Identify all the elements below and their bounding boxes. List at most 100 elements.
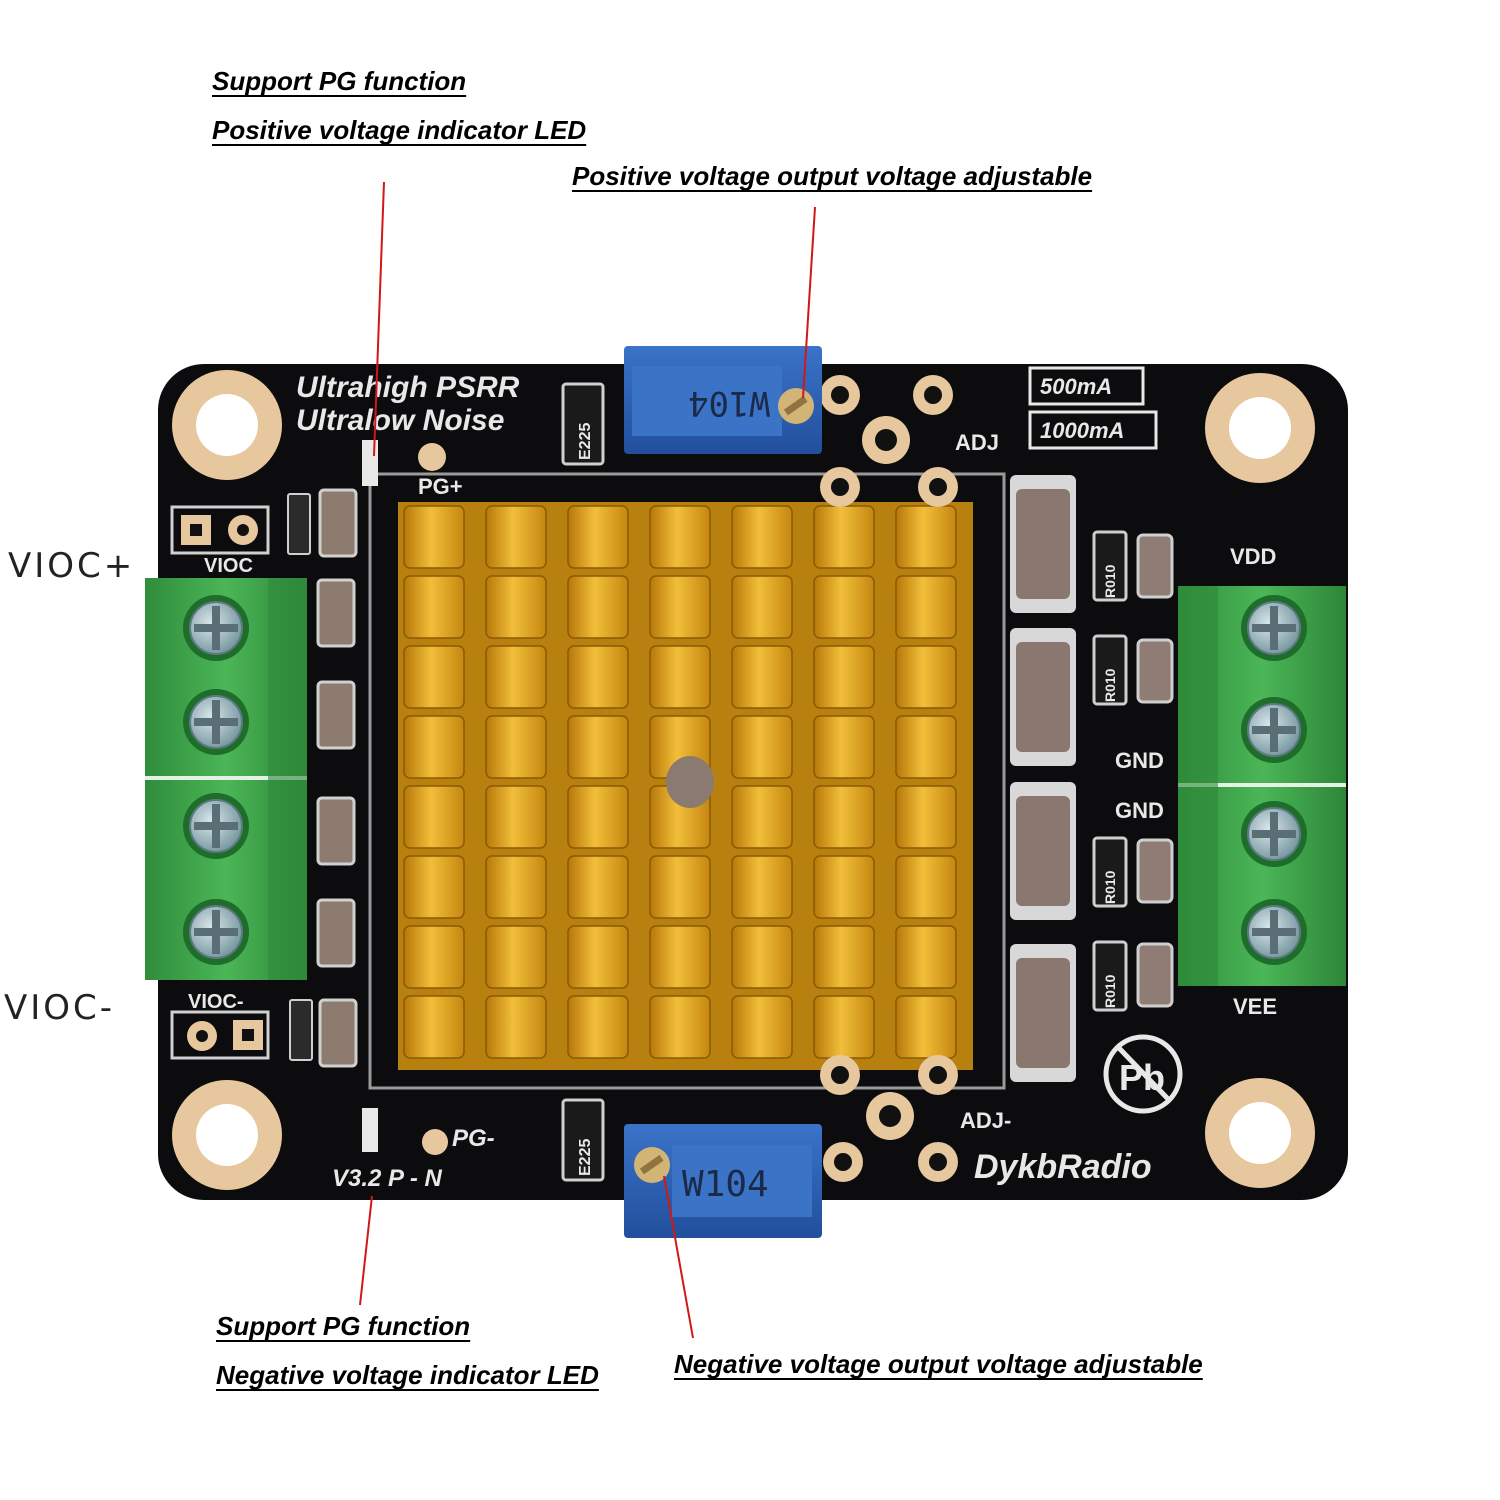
mounting-holes <box>172 370 1315 1190</box>
heatsink-fin <box>567 575 629 639</box>
heatsink-fin <box>403 645 465 709</box>
negative-indicator-led <box>362 1108 378 1152</box>
heatsink-fin <box>895 575 957 639</box>
title-line1: Ultrahigh PSRR <box>296 371 520 404</box>
heatsink-fin <box>731 715 793 779</box>
heatsink-fin <box>731 925 793 989</box>
smd-capacitor <box>318 488 358 558</box>
heatsink-fin <box>731 645 793 709</box>
screw-slot <box>212 910 220 954</box>
smd-capacitor-large <box>1016 642 1070 752</box>
heatsink-fin <box>485 505 547 569</box>
smd-capacitor <box>316 680 356 750</box>
heatsink-fin <box>567 995 629 1059</box>
heatsink-fin <box>895 925 957 989</box>
top-pot-marking: W104 <box>688 383 770 423</box>
smd-capacitor-large <box>1016 796 1070 906</box>
current-1000-label: 1000mA <box>1040 418 1124 443</box>
heatsink-fin <box>485 925 547 989</box>
heatsink-fin <box>485 855 547 919</box>
adj-minus-label: ADJ- <box>960 1108 1011 1133</box>
pg-plus-label: PG+ <box>418 474 463 499</box>
screw-slot <box>1270 910 1278 954</box>
vioc-header-top <box>170 505 270 555</box>
vioc-minus-label: VIOC- <box>4 988 116 1028</box>
screw-slot <box>1270 606 1278 650</box>
vioc-top-label: VIOC <box>204 555 253 577</box>
pg-minus-label: PG- <box>452 1125 495 1152</box>
smd-capacitor <box>316 898 356 968</box>
vioc-plus-label: VIOC+ <box>8 546 136 586</box>
callout-negative-adjustable: Negative voltage output voltage adjustab… <box>674 1349 1203 1379</box>
heatsink-fin <box>895 715 957 779</box>
smd-transistor <box>287 493 311 555</box>
capacitor-e225-top: E225 <box>561 382 605 466</box>
heatsink-fin <box>485 995 547 1059</box>
callout-lines <box>359 181 816 1339</box>
heatsink-fin <box>813 505 875 569</box>
resistors: R010 R010 R010 R010 <box>1092 530 1174 1012</box>
resistor-label-3: R010 <box>1102 870 1118 904</box>
smd-capacitor <box>316 796 356 866</box>
heatsink-fin <box>567 645 629 709</box>
heatsink-fin <box>813 645 875 709</box>
current-1000-box <box>1028 410 1158 450</box>
heatsink-fin <box>895 645 957 709</box>
heatsink-fin <box>403 715 465 779</box>
callout-negative-led: Negative voltage indicator LED <box>216 1360 599 1390</box>
resistor-label-4: R010 <box>1102 974 1118 1008</box>
screw-slot <box>1270 708 1278 752</box>
heatsink-fin <box>649 645 711 709</box>
heatsink-fin <box>649 575 711 639</box>
positive-indicator-led <box>362 440 378 486</box>
heatsink-fin <box>895 855 957 919</box>
smd-capacitor <box>316 578 356 648</box>
bottom-potentiometer[interactable]: W104 <box>624 1124 822 1238</box>
title-line2: Ultralow Noise <box>296 404 504 437</box>
heatsink-fin <box>813 995 875 1059</box>
heatsink-fin <box>813 855 875 919</box>
heatsink-fin <box>485 785 547 849</box>
heatsink-fin <box>813 715 875 779</box>
heatsink-screw <box>666 756 714 808</box>
heatsink-fin <box>485 715 547 779</box>
heatsink-fin <box>895 995 957 1059</box>
heatsink-fin <box>403 925 465 989</box>
heatsink-fin <box>403 855 465 919</box>
heatsink-fin <box>731 995 793 1059</box>
vioc-header-bottom <box>170 1010 270 1060</box>
heatsink-fin <box>731 785 793 849</box>
heatsink-fin <box>813 785 875 849</box>
heatsink-fin <box>813 925 875 989</box>
current-500-label: 500mA <box>1040 374 1112 399</box>
brand-label: DykbRadio <box>974 1148 1152 1186</box>
heatsink-fin <box>403 995 465 1059</box>
heatsink-fin <box>567 715 629 779</box>
vioc-bottom-label: VIOC- <box>188 991 244 1013</box>
capacitor-e225-bottom: E225 <box>561 1098 605 1182</box>
heatsink-fin <box>403 575 465 639</box>
smd-capacitor <box>318 998 358 1068</box>
terminal-screws[interactable] <box>183 595 1307 965</box>
heatsink-fin <box>567 785 629 849</box>
heatsink-fin <box>895 505 957 569</box>
heatsink <box>398 502 973 1070</box>
heatsink-fin <box>649 855 711 919</box>
callout-positive-led: Positive voltage indicator LED <box>212 115 587 145</box>
screw-slot <box>212 700 220 744</box>
version-label: V3.2 P - N <box>332 1165 442 1192</box>
heatsink-fin <box>567 505 629 569</box>
callout-support-pg-top: Support PG function <box>212 66 467 96</box>
gnd-label-lower: GND <box>1115 798 1164 823</box>
through-hole-pads <box>418 375 958 1182</box>
smd-capacitor-large <box>1016 489 1070 599</box>
callout-positive-adjustable: Positive voltage output voltage adjustab… <box>572 161 1093 191</box>
current-500-box <box>1028 366 1145 406</box>
heatsink-fin <box>649 505 711 569</box>
adj-label: ADJ <box>955 430 999 455</box>
vee-label: VEE <box>1233 994 1277 1019</box>
top-potentiometer[interactable]: W104 <box>624 346 822 454</box>
smd-capacitor-large <box>1016 958 1070 1068</box>
silkscreen-outline <box>368 472 1006 1090</box>
